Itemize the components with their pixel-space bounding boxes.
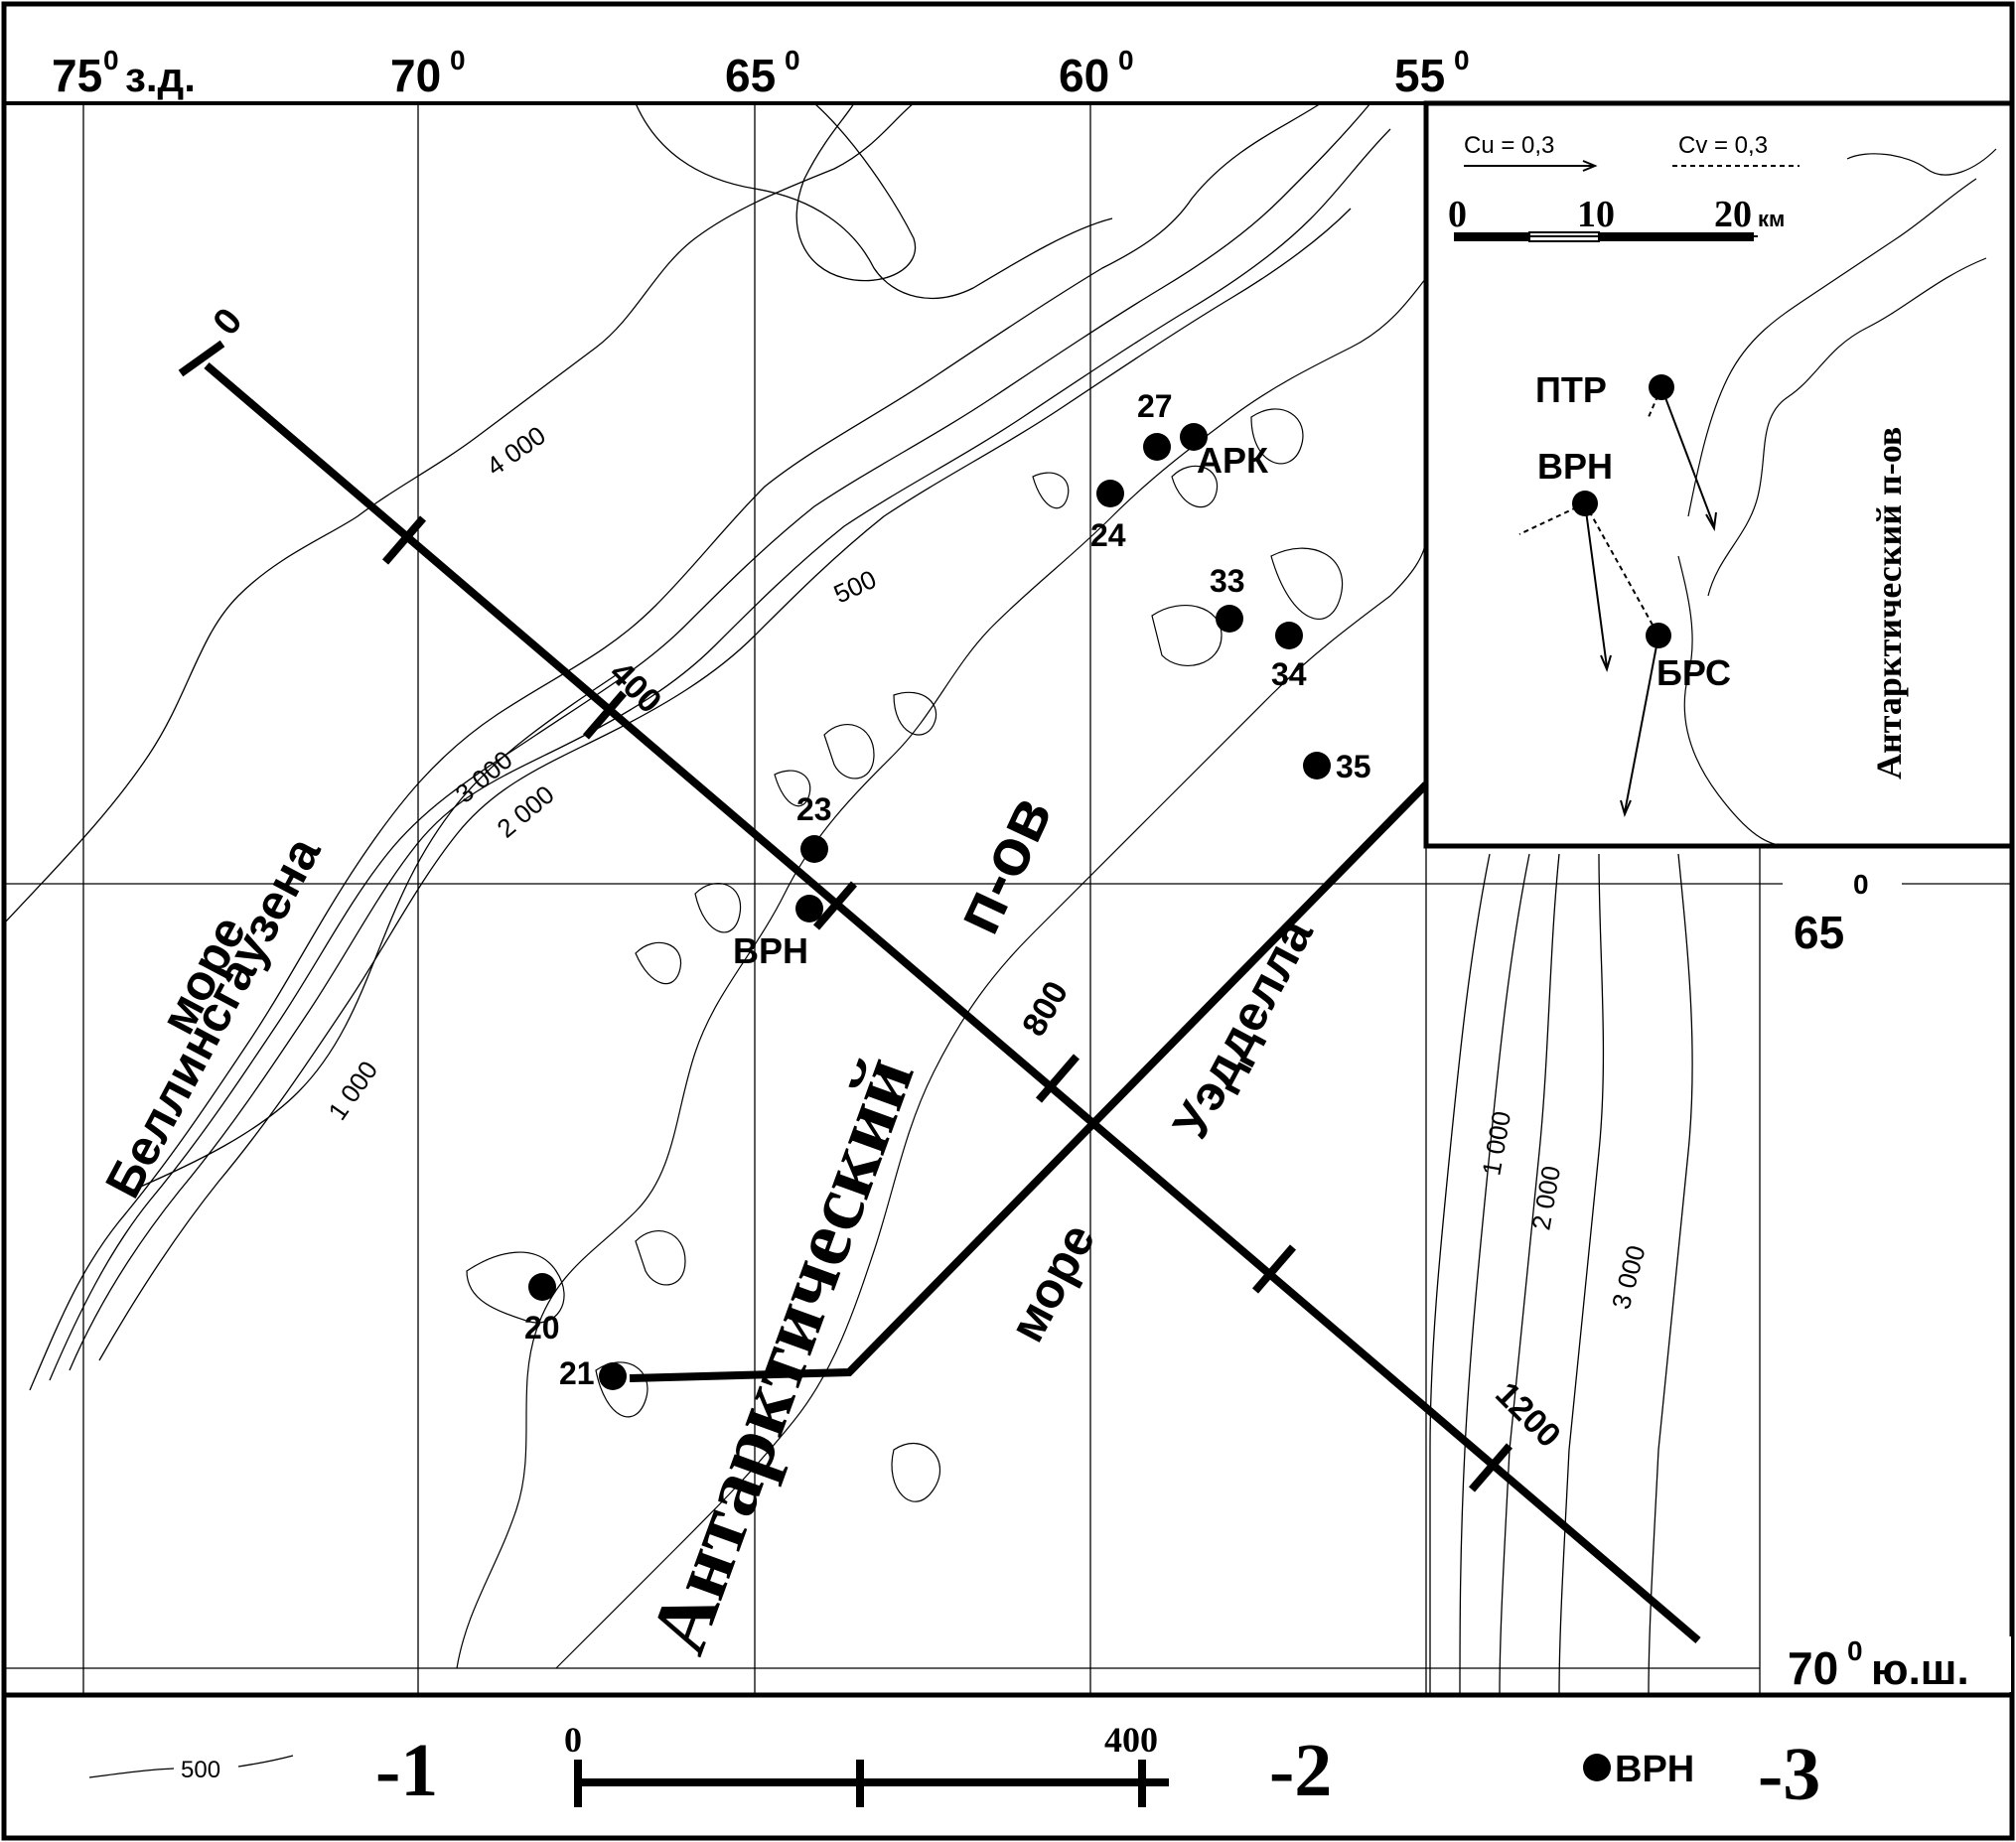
legend-station-marker [1583,1754,1611,1781]
contour-label-4000: 4 000 [481,420,551,482]
station-marker-27 [1143,433,1171,461]
inset-label-vrn: ВРН [1537,446,1613,487]
longitude-labels: 75 0 з.д. 70 0 65 0 60 0 55 0 [52,45,1470,101]
lat-label-65: 65 [1794,907,1844,958]
profile-label-800: 800 [1015,975,1076,1043]
sea-weddell-word2: море [998,1214,1105,1350]
peninsula-name-word1: Антарктический [632,1045,931,1664]
station-label-27: 27 [1137,388,1173,424]
contour-label-1000: 1 000 [322,1056,383,1126]
legend-scale-400: 400 [1104,1720,1158,1760]
lon-label-60: 60 [1059,50,1109,101]
lat-label-70-suffix: ю.ш. [1871,1645,1969,1694]
inset-scale-20: 20 [1714,194,1752,235]
lat-label-70-sup: 0 [1847,1635,1863,1666]
station-marker-20 [528,1273,556,1301]
contour-label-east-2000: 2 000 [1525,1164,1566,1232]
inset-panel: Cu = 0,3 Cv = 0,3 0 10 20 км ПТР ВРН БРС [1423,100,2015,849]
station-marker-35 [1303,752,1331,779]
station-label-23: 23 [796,791,832,827]
inset-scale-bar [1454,231,1758,242]
inset-scale-unit: км [1758,207,1785,231]
contour-label-500: 500 [829,564,881,610]
station-label-20: 20 [524,1310,560,1346]
profile-tick-1200 [1468,1443,1513,1492]
profile-tick-200 [381,515,427,565]
legend-station-label: ВРН [1615,1749,1694,1790]
station-marker-vrn [795,895,823,922]
legend-item-2: -2 [1269,1729,1332,1812]
legend-scale-bar [574,1760,1169,1807]
profile-line-secondary [629,781,1429,1382]
lon-label-55: 55 [1394,50,1445,101]
bathymetry-contours-east [1429,853,1693,1696]
station-label-34: 34 [1271,656,1307,692]
inset-station-brs [1646,623,1671,648]
lon-label-65: 65 [725,50,776,101]
station-marker-33 [1216,605,1243,633]
legend-contour-value: 500 [181,1757,220,1783]
station-label-24: 24 [1090,517,1126,553]
inset-scale-10: 10 [1577,194,1615,235]
station-marker-ark [1180,423,1208,451]
inset-cu-label: Cu = 0,3 [1464,132,1554,159]
profile-tick-1000 [1251,1244,1297,1294]
legend-contour-sample [88,1755,294,1778]
lon-label-75-suffix: з.д. [125,54,196,100]
stations [528,423,1331,1390]
station-label-vrn: ВРН [733,930,808,971]
inset-label-brs: БРС [1656,652,1731,693]
profile-tick-800 [1035,1054,1080,1103]
profile-label-1200: 1200 [1488,1375,1567,1455]
lon-label-75: 75 [52,50,102,101]
inset-peninsula-label: Антарктический п-ов [1869,427,1909,779]
contour-label-east-3000: 3 000 [1606,1242,1652,1313]
coastline [456,277,1427,1669]
legend-item-3: -3 [1758,1733,1820,1816]
lat-label-65-sup: 0 [1853,869,1869,900]
station-marker-23 [800,835,828,863]
station-marker-34 [1275,622,1303,649]
station-label-ark: АРК [1197,440,1269,481]
profile-tick-400 [582,690,628,740]
station-label-35: 35 [1336,749,1371,784]
legend-scale-0: 0 [564,1720,582,1760]
contour-label-east-1000: 1 000 [1476,1109,1516,1178]
contour-label-2000: 2 000 [492,779,560,844]
legend-item-1: -1 [375,1729,438,1812]
latitude-labels: 65 0 70 0 ю.ш. [1783,869,2011,1694]
inset-label-ptr: ПТР [1535,369,1607,410]
inset-scale-0: 0 [1448,194,1467,235]
station-label-21: 21 [559,1355,595,1391]
inset-station-ptr [1649,374,1674,400]
lat-label-70: 70 [1788,1642,1838,1694]
inset-cv-label: Cv = 0,3 [1678,132,1768,159]
profile-tick-600 [812,881,858,930]
lon-label-70-sup: 0 [450,45,466,75]
bathymetry-contours-west [3,102,1391,1391]
lon-label-75-sup: 0 [103,45,119,75]
lon-label-65-sup: 0 [785,45,800,75]
profile-label-0: 0 [206,301,251,344]
profile-start-tick [178,340,225,377]
station-marker-24 [1096,480,1124,507]
inset-station-vrn [1572,491,1598,516]
profile-line [178,340,1701,1644]
legend: 500 -1 0 400 -2 ВРН -3 [88,1720,1820,1816]
lon-label-60-sup: 0 [1118,45,1134,75]
station-marker-21 [599,1362,627,1390]
lon-label-70: 70 [390,50,441,101]
station-label-33: 33 [1210,563,1245,599]
lon-label-55-sup: 0 [1454,45,1470,75]
